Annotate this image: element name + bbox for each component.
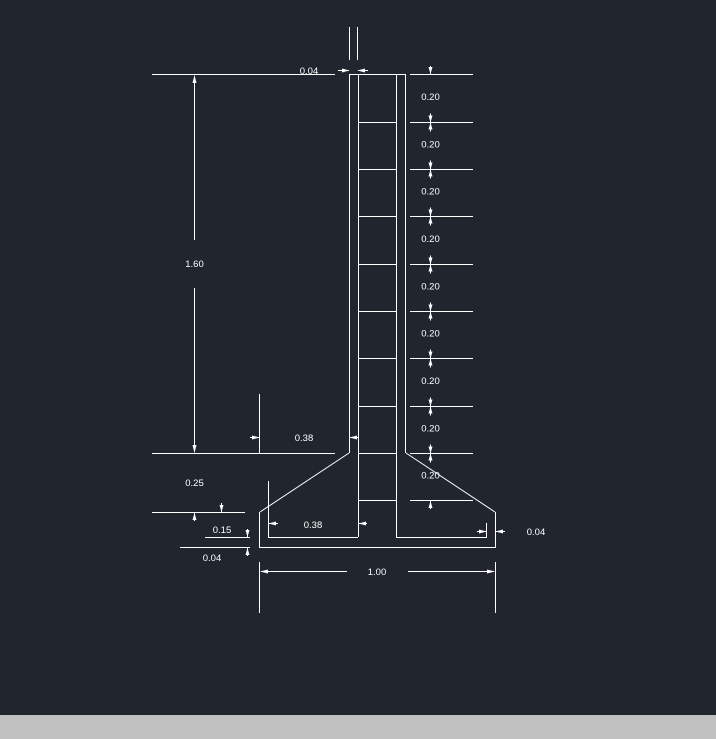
arrowhead xyxy=(428,216,433,224)
arrowhead xyxy=(428,169,433,177)
arrowhead xyxy=(268,521,276,526)
arrowhead xyxy=(192,75,197,83)
arrowhead xyxy=(245,548,250,555)
dimension-stem-to-heel: 0.38 xyxy=(250,394,358,453)
arrowhead xyxy=(252,435,260,440)
arrowhead xyxy=(357,68,365,73)
step-dimension-label: 0.20 xyxy=(421,329,440,340)
drawing-canvas[interactable]: 1.60 0.04 0.38 0.38 0.25 xyxy=(0,0,716,715)
arrowhead xyxy=(428,399,433,407)
arrowhead xyxy=(428,304,433,312)
arrowhead xyxy=(358,521,366,526)
wall-and-footing-outline xyxy=(259,27,496,548)
arrowhead xyxy=(428,122,433,130)
dimension-label: 0.38 xyxy=(304,520,323,531)
dimension-label: 0.04 xyxy=(300,66,319,77)
arrowhead xyxy=(487,569,495,574)
arrowhead xyxy=(428,264,433,272)
arrowhead xyxy=(219,505,224,512)
step-dimension-label: 0.20 xyxy=(421,187,440,198)
arrowhead xyxy=(260,569,268,574)
step-dimension-label: 0.20 xyxy=(421,92,440,103)
arrowhead xyxy=(428,351,433,359)
arrowhead xyxy=(428,162,433,170)
dimension-label: 1.60 xyxy=(185,259,204,270)
dimension-label: 0.04 xyxy=(203,553,222,564)
arrowhead xyxy=(428,406,433,414)
arrowhead xyxy=(428,257,433,265)
arrowhead xyxy=(428,446,433,454)
arrowhead xyxy=(479,529,487,534)
dimension-footing-width: 1.00 xyxy=(259,562,496,613)
arrowhead xyxy=(192,445,197,453)
status-bar xyxy=(0,715,716,739)
dimension-footing-height: 0.25 xyxy=(152,478,245,521)
step-dimension-label: 0.20 xyxy=(421,234,440,245)
arrowhead xyxy=(245,530,250,537)
arrowhead xyxy=(349,435,357,440)
arrowhead xyxy=(192,513,197,520)
dimension-toe-edge: 0.04 xyxy=(477,527,545,538)
arrowhead xyxy=(428,209,433,217)
dimension-label: 0.25 xyxy=(185,478,204,489)
step-dimension-label: 0.20 xyxy=(421,140,440,151)
arrowhead xyxy=(428,67,433,74)
arrowhead xyxy=(495,529,503,534)
dimension-stem-top-thickness: 0.04 xyxy=(300,66,368,77)
footing-section-drawing: 1.60 0.04 0.38 0.38 0.25 xyxy=(152,27,545,613)
arrowhead xyxy=(428,311,433,319)
dimension-stem-height: 1.60 xyxy=(152,74,335,454)
dimension-label: 0.15 xyxy=(213,525,232,536)
dimension-footing-edge: 0.15 0.04 xyxy=(180,525,250,564)
arrowhead xyxy=(428,115,433,123)
footing-haunch-left xyxy=(259,452,350,513)
step-dimension-label: 0.20 xyxy=(421,424,440,435)
step-dimension-label: 0.20 xyxy=(421,282,440,293)
step-dimension-label: 0.20 xyxy=(421,471,440,482)
dimension-label: 0.04 xyxy=(527,527,546,538)
dimension-label: 1.00 xyxy=(368,567,387,578)
dimension-toe-width: 0.38 xyxy=(268,520,367,531)
dimension-label: 0.38 xyxy=(295,433,314,444)
arrowhead xyxy=(428,358,433,366)
footing-haunch-right xyxy=(405,452,496,513)
dimension-stack-steps: 0.20 0.20 0.20 0.20 0.20 0.20 0.20 0.20 0.20 xyxy=(410,66,473,509)
arrowhead xyxy=(428,501,433,508)
step-dimension-label: 0.20 xyxy=(421,376,440,387)
arrowhead xyxy=(428,453,433,461)
arrowhead xyxy=(342,68,350,73)
